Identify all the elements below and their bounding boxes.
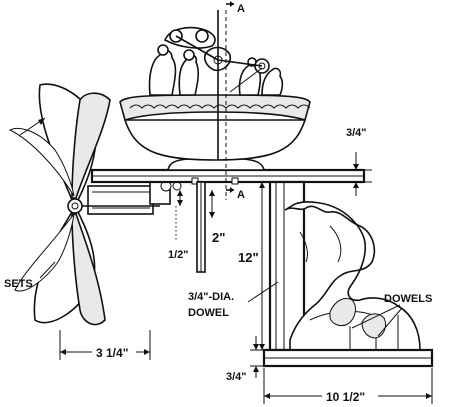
center-shaft	[217, 10, 227, 200]
dim-ten-half: 10 1/2"	[263, 368, 433, 404]
base-board	[262, 348, 434, 368]
propeller	[8, 83, 111, 326]
dim-twelve-inch-label: 12"	[238, 250, 259, 265]
section-label-top: A	[237, 3, 245, 15]
dim-top-thickness: 3/4"	[346, 127, 372, 196]
dim-half-inch-label: 1/2"	[168, 249, 189, 261]
tub-with-figures	[119, 26, 311, 171]
dim-two-inch-label: 2"	[212, 230, 225, 245]
section-label-mid: A	[237, 189, 245, 201]
top-arm	[90, 168, 366, 185]
base-scene-cutout	[284, 201, 421, 351]
dowel-callout: 3/4"-DIA. DOWEL	[188, 281, 279, 319]
section-marker-mid: A	[226, 187, 245, 201]
dim-three-quarter: 3 1/4"	[59, 330, 151, 360]
dim-base-thickness: 3/4"	[226, 336, 264, 383]
short-dowel	[196, 181, 206, 273]
dim-half-inch: 1/2"	[168, 190, 189, 261]
dim-ten-half-label: 10 1/2"	[326, 390, 365, 404]
dim-base-thickness-label: 3/4"	[226, 371, 247, 383]
dim-three-quarter-label: 3 1/4"	[96, 346, 128, 360]
dowels-label: DOWELS	[384, 293, 432, 305]
axle-housing	[82, 177, 182, 215]
dim-twelve-inch: 12"	[238, 182, 265, 350]
section-marker-top: A	[226, 1, 245, 15]
dim-top-thickness-label: 3/4"	[346, 127, 367, 139]
sets-label: SETS	[4, 278, 33, 290]
dowel-callout-line2: DOWEL	[188, 307, 229, 319]
dowel-callout-line1: 3/4"-DIA.	[188, 291, 234, 303]
dim-two-inch: 2"	[209, 190, 225, 245]
